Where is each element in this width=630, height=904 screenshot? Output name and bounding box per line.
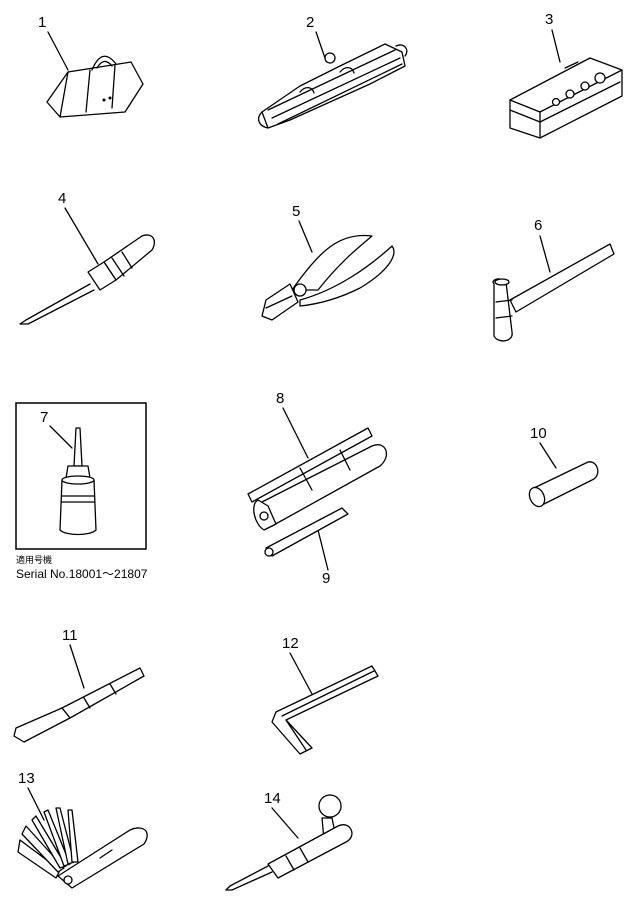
part-1-tool-bag: 1 bbox=[38, 14, 144, 118]
part-12-number: 12 bbox=[282, 635, 299, 652]
hex-key-body bbox=[271, 665, 379, 755]
part-2-leader bbox=[315, 31, 326, 59]
part-4-screwdriver: 4 bbox=[19, 190, 156, 325]
part-8-grease-gun: 8 bbox=[247, 390, 388, 531]
serial-number-range: Serial No.18001～21807 bbox=[16, 567, 148, 581]
gauge-holder bbox=[57, 827, 148, 889]
hammer-head bbox=[492, 278, 513, 342]
part-4-leader bbox=[64, 207, 99, 265]
bag-handle bbox=[91, 55, 117, 71]
screwdriver-shaft bbox=[25, 283, 95, 325]
tool-shaft bbox=[229, 865, 273, 891]
tool-handle bbox=[267, 824, 353, 879]
part-1-leader bbox=[47, 31, 69, 71]
tool-ball bbox=[318, 794, 342, 818]
part-11-leader bbox=[69, 644, 85, 689]
screwdriver-handle bbox=[103, 234, 156, 281]
part-2-wrench-set: 2 bbox=[257, 14, 408, 129]
part-1-number: 1 bbox=[38, 14, 46, 31]
part-11-scraper: 11 bbox=[13, 627, 145, 743]
part-10-sleeve: 10 bbox=[528, 425, 599, 508]
part-12-hex-key: 12 bbox=[271, 635, 379, 755]
part-6-hammer: 6 bbox=[492, 217, 615, 342]
part-14-number: 14 bbox=[264, 790, 281, 807]
hammer-handle bbox=[509, 243, 615, 313]
part-5-number: 5 bbox=[292, 203, 300, 220]
part-13-leader bbox=[27, 787, 45, 821]
part-7-oiler: 7 bbox=[15, 402, 147, 550]
part-6-leader bbox=[539, 235, 551, 273]
wrench-stack bbox=[261, 43, 406, 129]
part-13-number: 13 bbox=[18, 770, 35, 787]
part-9-number: 9 bbox=[322, 570, 330, 587]
part-11-number: 11 bbox=[62, 627, 78, 644]
pliers-handle-upper bbox=[291, 234, 373, 291]
part-5-pliers: 5 bbox=[261, 203, 395, 321]
part-6-number: 6 bbox=[534, 217, 542, 234]
pliers-handle-lower bbox=[299, 245, 395, 307]
part-7-number: 7 bbox=[40, 409, 48, 426]
part-9-nozzle: 9 bbox=[264, 507, 349, 587]
part-10-leader bbox=[539, 442, 557, 469]
part-3-socket-case: 3 bbox=[509, 11, 623, 139]
scraper-blade bbox=[13, 707, 71, 743]
part-4-number: 4 bbox=[58, 190, 66, 207]
part-14-leader bbox=[271, 807, 299, 839]
scraper-handle bbox=[61, 667, 145, 719]
part-8-leader bbox=[282, 407, 309, 459]
part-8-number: 8 bbox=[276, 390, 284, 407]
oiler-can bbox=[59, 479, 97, 536]
part-12-leader bbox=[289, 652, 313, 695]
part-14-ball-tool: 14 bbox=[225, 790, 353, 891]
part-5-leader bbox=[298, 220, 313, 253]
part-13-feeler-gauge: 13 bbox=[17, 770, 148, 889]
part-10-number: 10 bbox=[530, 425, 547, 442]
applicable-serial-label: 適用号機 bbox=[16, 555, 53, 565]
grease-gun-lever bbox=[247, 427, 373, 503]
oiler-nozzle bbox=[73, 427, 83, 467]
part-7-leader bbox=[49, 425, 73, 449]
sleeve-body bbox=[533, 461, 599, 507]
part-2-number: 2 bbox=[306, 14, 314, 31]
part-3-number: 3 bbox=[545, 11, 553, 28]
part-3-leader bbox=[551, 29, 561, 63]
